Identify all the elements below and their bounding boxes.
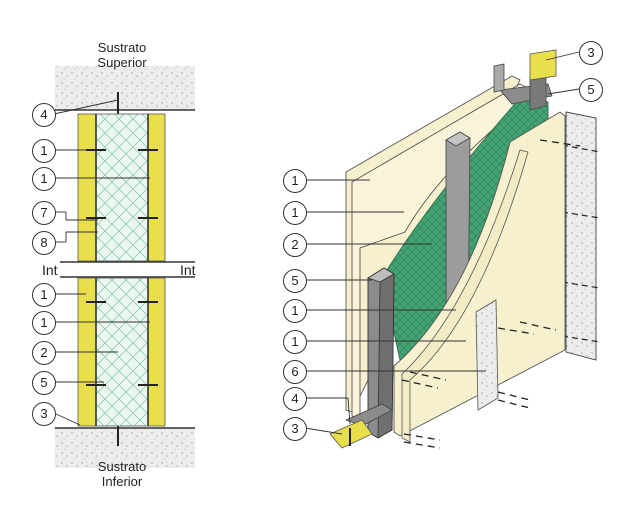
callout-right-2: 2 (283, 233, 307, 257)
callout-right-1a: 1 (283, 169, 307, 193)
callout-right-4: 4 (283, 387, 307, 411)
callout-left-8: 8 (32, 231, 56, 255)
top-substrate-line2: Superior (97, 55, 147, 70)
callout-right-3: 3 (283, 417, 307, 441)
top-cap (529, 49, 557, 81)
bottom-substrate-line1: Sustrato (97, 459, 147, 474)
callout-left-1a: 1 (32, 139, 56, 163)
left-section-upper (77, 113, 166, 262)
screw-rows (401, 139, 581, 449)
callout-right-1b: 1 (283, 201, 307, 225)
top-substrate-label: Sustrato Superior (88, 40, 156, 70)
bottom-substrate-label: Sustrato Inferior (88, 459, 156, 489)
top-substrate-line1: Sustrato (97, 40, 147, 55)
callout-left-1b: 1 (32, 167, 56, 191)
right-leaders (304, 51, 580, 435)
callout-right-5-top: 5 (579, 78, 603, 102)
concrete-edge (565, 111, 597, 361)
callout-left-5: 5 (32, 371, 56, 395)
board-front-inner (401, 149, 529, 443)
callout-left-1c: 1 (32, 283, 56, 307)
callout-right-5: 5 (283, 269, 307, 293)
callout-right-1c: 1 (283, 299, 307, 323)
bottom-substrate-line2: Inferior (101, 474, 143, 489)
callout-left-3: 3 (32, 402, 56, 426)
bottom-substrate (55, 428, 195, 468)
callout-left-7: 7 (32, 201, 56, 225)
callout-left-4: 4 (32, 103, 56, 127)
callout-right-6: 6 (283, 360, 307, 384)
callout-right-1d: 1 (283, 330, 307, 354)
top-substrate (55, 66, 195, 110)
callout-left-2: 2 (32, 341, 56, 365)
int-label-right: Int (180, 262, 196, 278)
left-leaders (53, 99, 150, 426)
callout-right-3-top: 3 (579, 41, 603, 65)
callout-left-1d: 1 (32, 311, 56, 335)
int-label-left: Int (42, 262, 58, 278)
